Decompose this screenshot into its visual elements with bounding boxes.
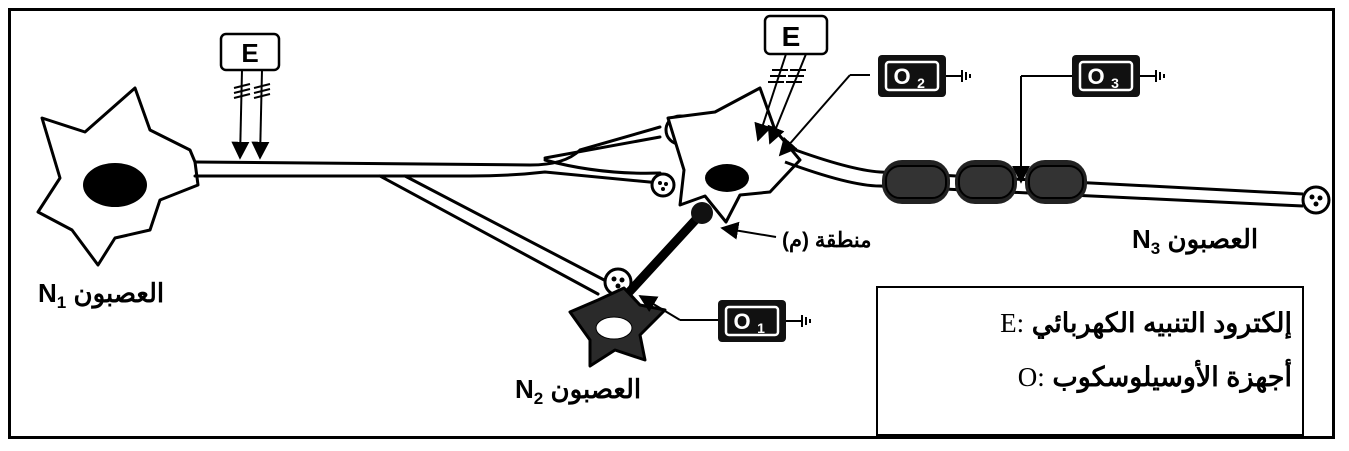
ground-icon — [946, 70, 971, 82]
legend-item-electrode: E: إلكترود التنبيه الكهربائي — [1000, 308, 1292, 339]
neuron-n2-label: العصبون N2 — [515, 374, 641, 409]
legend-box: E: إلكترود التنبيه الكهربائي O: أجهزة ال… — [876, 286, 1304, 436]
oscilloscope-3-symbol: O — [1087, 64, 1104, 89]
neuron-n2-nucleus — [595, 316, 633, 340]
stimulation-electrode-1[interactable]: E — [219, 32, 281, 160]
region-pointer — [720, 221, 777, 240]
oscilloscope-3[interactable]: O 3 — [1012, 55, 1165, 184]
neuron-n3-axon — [784, 146, 1304, 208]
neuron-n2-word: العصبون — [550, 374, 642, 404]
neuron-n3-index: 3 — [1150, 239, 1161, 259]
electrode-1-label: E — [241, 38, 258, 68]
legend-oscilloscope-separator: : — [1037, 362, 1045, 392]
oscilloscope-1[interactable]: O 1 — [638, 295, 811, 342]
neuron-n2-axon — [615, 210, 705, 307]
legend-electrode-key: E — [1000, 308, 1017, 338]
legend-oscilloscope-text: أجهزة الأوسيلوسكوب — [1052, 362, 1292, 392]
neuron-n2-terminal — [691, 202, 713, 224]
legend-electrode-separator: : — [1016, 308, 1025, 338]
oscilloscope-1-symbol: O — [733, 309, 750, 334]
diagram-frame — [8, 8, 1335, 439]
neuron-n1 — [36, 86, 200, 267]
neuron-n3-symbol: N — [1132, 224, 1151, 254]
neuron-n3-nucleus — [705, 164, 749, 192]
myelin-sheaths — [882, 160, 1087, 204]
neuron-n1-nucleus — [83, 163, 147, 207]
legend-electrode-text: إلكترود التنبيه الكهربائي — [1031, 308, 1292, 338]
neuron-n3-soma — [666, 86, 802, 224]
neuron-n1-label: العصبون N1 — [38, 278, 164, 313]
neuron-n1-word: العصبون — [73, 278, 165, 308]
legend-item-oscilloscope: O: أجهزة الأوسيلوسكوب — [1018, 362, 1292, 393]
neuron-n3-word: العصبون — [1167, 224, 1259, 254]
ground-icon — [1140, 70, 1165, 82]
neuron-n3-label: العصبون N3 — [1132, 224, 1258, 259]
oscilloscope-3-index: 3 — [1111, 75, 1119, 91]
legend-oscilloscope-key: O — [1017, 362, 1038, 392]
neuron-n1-index: 1 — [56, 293, 67, 313]
oscilloscope-1-index: 1 — [757, 320, 765, 336]
neuron-n3 — [666, 86, 1304, 224]
neuron-n1-symbol: N — [38, 278, 57, 308]
stimulation-electrode-2[interactable]: E — [754, 14, 829, 145]
ground-icon — [786, 315, 811, 327]
oscilloscope-2-symbol: O — [893, 64, 910, 89]
neuron-n2-symbol: N — [515, 374, 534, 404]
region-m-label: منطقة (م) — [782, 229, 872, 252]
oscilloscope-2[interactable]: O 2 — [778, 55, 971, 157]
neuron-n2 — [568, 202, 713, 368]
oscilloscope-2-index: 2 — [917, 75, 925, 91]
neuron-n1-axon — [193, 125, 662, 296]
electrode-2-label: E — [782, 21, 801, 52]
neuron-n2-index: 2 — [533, 389, 544, 409]
